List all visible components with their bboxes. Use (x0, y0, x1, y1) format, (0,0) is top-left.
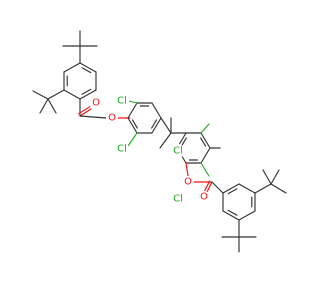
bond-line (79, 115, 107, 119)
molecule-structure-diagram: O O Cl Cl Cl Cl O O (32, 30, 287, 253)
bond-line (159, 132, 172, 149)
bond-line (180, 137, 187, 147)
atom-oxygen-carbonyl-top-label: O (92, 98, 100, 109)
atom-chlorine-bottom-upper: Cl (171, 144, 185, 158)
bond-line (151, 117, 162, 134)
bond-line (47, 89, 65, 100)
bond-line (238, 183, 256, 194)
bond-line (238, 210, 256, 221)
atom-oxygen-ester-bottom-label: O (184, 177, 192, 188)
bond-line (127, 100, 138, 104)
bond-line (127, 132, 138, 147)
atom-chlorine-top-lower-label: Cl (117, 144, 127, 155)
bond-line (81, 67, 92, 74)
bond-line (262, 169, 272, 185)
bond-line (204, 180, 211, 192)
bond-line (222, 210, 240, 221)
bond-line (200, 137, 207, 147)
atom-oxygen-carbonyl-top: O (90, 97, 102, 109)
bond-line (151, 102, 162, 119)
bond-line (127, 117, 138, 134)
bond-line (200, 132, 211, 149)
bond-line (78, 106, 91, 115)
bond-line (79, 62, 97, 73)
bond-line (200, 147, 211, 164)
bond-line (79, 108, 92, 117)
atom-chlorine-bottom-upper-label: Cl (173, 146, 183, 157)
bond-line (254, 183, 272, 194)
bond-lines (32, 30, 287, 253)
atom-oxygen-ester-top: O (106, 112, 118, 124)
bond-line (270, 169, 280, 185)
atom-oxygen-ester-bottom: O (182, 176, 194, 188)
atom-chlorine-bottom-lower-label: Cl (173, 194, 183, 205)
bond-line (227, 209, 238, 216)
bond-line (32, 90, 49, 100)
bond-line (39, 98, 49, 114)
atom-chlorine-top-lower: Cl (115, 142, 129, 156)
bond-line (63, 62, 81, 73)
bond-line (200, 162, 210, 177)
bond-line (222, 183, 240, 194)
bond-line (270, 183, 287, 194)
atom-oxygen-carbonyl-bottom-label: O (200, 192, 208, 203)
bond-line (200, 123, 210, 134)
bond-line (227, 188, 238, 195)
atom-labels: O O Cl Cl Cl Cl O O (90, 94, 210, 206)
bond-line (185, 162, 189, 177)
bond-line (81, 88, 92, 95)
bond-line (211, 181, 224, 194)
bond-line (151, 119, 158, 129)
bond-line (79, 89, 97, 100)
atom-chlorine-top-upper: Cl (115, 94, 129, 108)
atom-chlorine-bottom-lower: Cl (171, 192, 185, 206)
bond-line (127, 102, 138, 119)
bond-line (206, 181, 213, 193)
bond-line (131, 119, 138, 129)
atom-oxygen-carbonyl-bottom: O (198, 191, 210, 203)
bond-line (160, 117, 172, 134)
atom-chlorine-top-upper-label: Cl (117, 96, 127, 107)
atom-oxygen-ester-top-label: O (108, 113, 116, 124)
bond-line (47, 98, 57, 114)
bond-line (63, 89, 81, 100)
